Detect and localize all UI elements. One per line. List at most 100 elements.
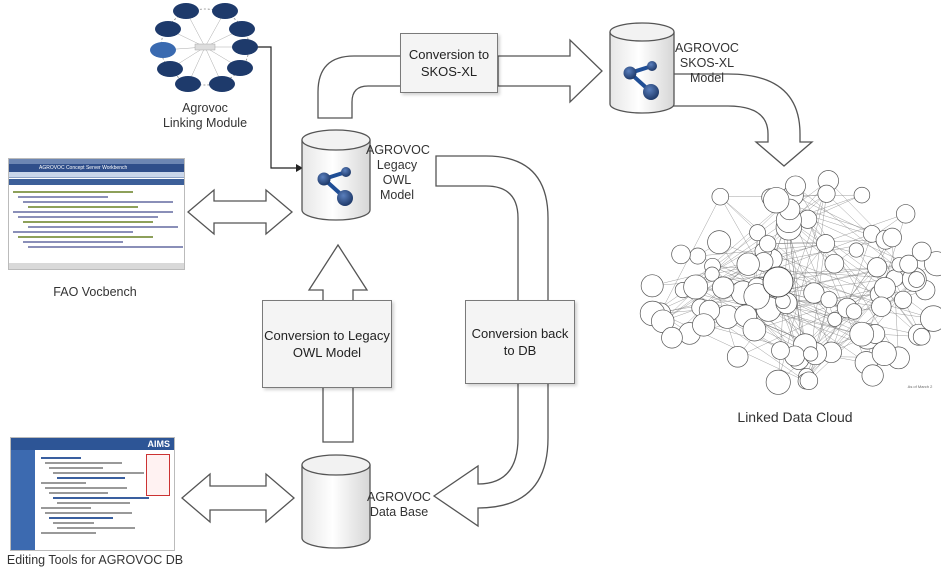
editing-row: [41, 482, 86, 484]
cloud-node: [894, 290, 913, 309]
vocbench-header: AGROVOC Concept Server Workbench: [9, 164, 184, 172]
cloud-node: [749, 224, 766, 242]
cloud-node: [803, 346, 819, 362]
cloud-node: [785, 175, 806, 197]
cloud-node: [853, 186, 871, 204]
cloud-node: [765, 369, 791, 395]
cloud-node: [816, 234, 836, 253]
skosxl-icon: [623, 61, 659, 100]
cloud-node: [661, 326, 683, 349]
cloud-link: [807, 219, 882, 307]
editing-row: [53, 522, 94, 524]
cloud-link: [662, 195, 794, 322]
vocbench-row: [18, 236, 153, 238]
cloud-link: [788, 219, 919, 335]
double-arrow-vocbench: [186, 188, 294, 236]
cloud-node: [882, 227, 902, 248]
cloud-link: [808, 299, 830, 381]
conversion-to-legacy-owl-box: Conversion to Legacy OWL Model: [262, 300, 392, 388]
cloud-node: [861, 364, 884, 387]
cloud-node: [771, 341, 790, 360]
vocbench-row: [18, 216, 158, 218]
cloud-node: [683, 274, 709, 300]
cloud-node: [871, 341, 897, 366]
arrow-skosxl-head: [497, 38, 603, 104]
cloud-node: [871, 296, 892, 317]
editing-row: [45, 512, 132, 514]
cloud-node: [849, 321, 875, 347]
vocbench-row: [23, 241, 123, 243]
cloud-node: [908, 271, 925, 288]
cloud-node: [742, 317, 767, 342]
owl-icon: [317, 167, 353, 206]
cloud-node: [799, 371, 819, 390]
cloud-node: [911, 241, 932, 262]
cloud-node: [689, 247, 707, 265]
editing-row: [45, 487, 127, 489]
cloud-hub-node: [762, 266, 794, 298]
editing-row: [57, 527, 135, 529]
editing-tools-label: Editing Tools for AGROVOC DB: [6, 553, 184, 567]
cloud-node: [827, 312, 843, 327]
cloud-link: [723, 233, 872, 288]
editing-row: [57, 477, 125, 479]
arrow-owl-to-db: [432, 155, 549, 528]
vocbench-screenshot: AGROVOC Concept Server Workbench: [8, 158, 185, 270]
editing-row: [49, 467, 103, 469]
double-arrow-editing: [181, 472, 295, 524]
cloud-link: [831, 233, 872, 353]
vocbench-row: [13, 231, 133, 233]
cloud-node: [848, 242, 864, 258]
cloud-node: [820, 291, 838, 309]
arrow-skosxl-to-cloud: [667, 73, 814, 167]
cloud-link: [792, 195, 872, 235]
cloud-node: [726, 345, 749, 368]
editing-row: [49, 492, 108, 494]
cloud-node: [640, 274, 664, 298]
cloud-node: [912, 327, 931, 346]
cloud-node: [899, 254, 919, 274]
linking-module-label: Agrovoc Linking Module: [162, 101, 248, 130]
cloud-node: [874, 277, 896, 299]
cloud-caption: As of March 2: [907, 384, 933, 389]
cylinder-database: [301, 454, 371, 549]
vocbench-row: [23, 201, 173, 203]
vocbench-row: [18, 196, 108, 198]
database-label: AGROVOC Data Base: [367, 490, 431, 519]
editing-row: [41, 457, 81, 459]
linked-data-cloud-label: Linked Data Cloud: [737, 409, 853, 425]
editing-row: [41, 507, 91, 509]
legacy-owl-label: AGROVOC Legacy OWL Model: [366, 143, 430, 202]
linked-data-cloud-graph: [639, 170, 941, 395]
editing-tools-screenshot: AIMS: [10, 437, 175, 551]
cloud-node: [824, 253, 845, 274]
cloud-link: [788, 220, 806, 346]
vocbench-row: [23, 221, 153, 223]
cloud-node: [736, 252, 760, 276]
skosxl-model-label: AGROVOC SKOS-XL Model: [675, 41, 739, 85]
cloud-node: [845, 303, 863, 320]
vocbench-row: [13, 191, 133, 193]
vocbench-row: [28, 246, 183, 248]
cloud-node: [920, 305, 941, 332]
conversion-back-to-db-box: Conversion back to DB: [465, 300, 575, 384]
cloud-link: [805, 299, 830, 382]
arrow-owl-to-skosxl: [317, 55, 405, 119]
editing-row: [49, 517, 113, 519]
cloud-node: [896, 204, 916, 224]
editing-row: [53, 472, 144, 474]
cloud-node: [692, 313, 716, 337]
linking-module-graph: [150, 3, 258, 92]
cloud-link: [810, 237, 893, 355]
cloud-node: [817, 184, 836, 203]
editing-row: [57, 502, 130, 504]
cylinder-legacy-owl: [301, 129, 371, 221]
cloud-node: [763, 187, 790, 214]
cloud-node: [671, 244, 691, 265]
editing-row: [53, 497, 149, 499]
editing-header: AIMS: [147, 439, 171, 449]
conversion-to-skosxl-box: Conversion to SKOS-XL: [400, 33, 498, 93]
cloud-node: [707, 230, 732, 255]
vocbench-row: [28, 226, 178, 228]
